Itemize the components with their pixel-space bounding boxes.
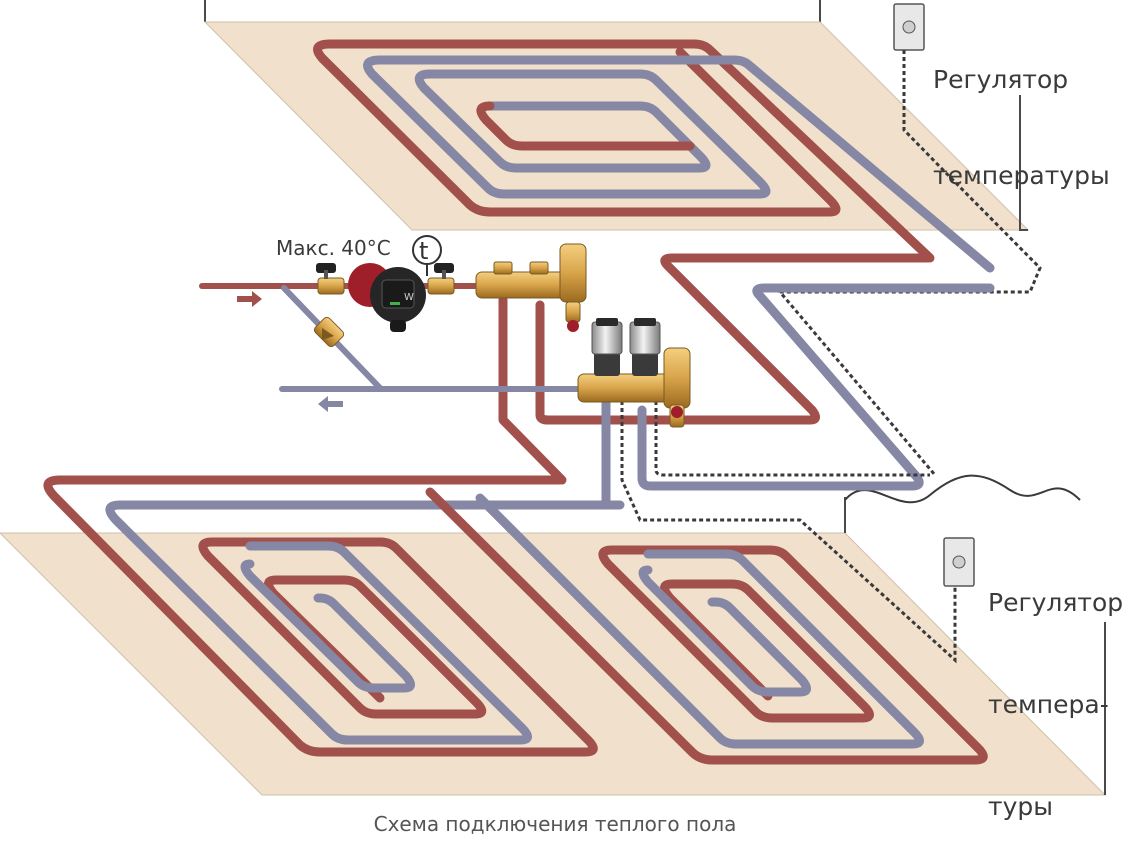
riser-hot-down — [498, 295, 567, 485]
regulator-bottom-line-2: темпера- — [988, 690, 1109, 719]
thermometer-symbol: t — [419, 237, 428, 265]
actuator-2-base — [632, 352, 658, 376]
riser-hot-up — [535, 253, 933, 425]
lower-wall-edge — [844, 497, 1106, 795]
lower-left-cold-loop — [105, 500, 625, 745]
pump-display — [381, 279, 415, 309]
lower-right-hot-loop — [425, 487, 988, 765]
arrow-right-icon — [237, 291, 262, 307]
regulator-bottom-device — [943, 537, 975, 587]
actuator-1-base — [594, 352, 620, 376]
right-ball-valve — [427, 277, 455, 295]
actuator-2-head — [629, 321, 661, 355]
regulator-top-label: Регулятор температуры — [933, 0, 1110, 224]
left-valve-handle — [316, 263, 336, 273]
riser-cold-up — [637, 283, 995, 491]
lower-right-cold-inner — [638, 565, 811, 697]
upper-right-wall-edge — [1019, 95, 1028, 231]
regulator-bottom-label: Регулятор темпера- туры — [988, 518, 1123, 858]
mixing-valve — [313, 316, 345, 348]
return-manifold — [577, 318, 691, 428]
upper-floor — [203, 0, 1030, 273]
max-temp-label: Макс. 40°C — [276, 236, 391, 260]
power-cable — [844, 474, 1081, 504]
pump-group: W t — [316, 235, 455, 332]
valve-symbol — [322, 328, 334, 340]
return-end-cap — [663, 347, 691, 409]
right-valve-handle — [434, 263, 454, 273]
lower-left-hot-loop — [43, 475, 598, 757]
pump-badge: W — [404, 292, 414, 303]
left-valve-stem — [324, 270, 328, 279]
actuator-2-cap — [634, 318, 656, 326]
left-ball-valve — [317, 277, 345, 295]
regulator-top-line-1: Регулятор — [933, 65, 1069, 94]
manifold-wire-2 — [654, 380, 930, 477]
regulator-bottom-line-1: Регулятор — [988, 588, 1123, 617]
upper-hot-loop — [313, 39, 935, 263]
supply-port-1 — [493, 261, 513, 275]
lower-floor — [0, 474, 1107, 796]
thermostat-dial — [902, 20, 916, 34]
pump-foot — [390, 320, 406, 332]
lower-right-cold-loop — [475, 493, 924, 749]
return-drain-knob — [671, 406, 683, 418]
upper-wall-edge — [204, 0, 821, 22]
supply-drain-knob — [567, 320, 579, 332]
supply-manifold — [475, 243, 587, 332]
upper-hot-inner — [476, 101, 695, 151]
diagram-caption: Схема подключения теплого пола — [373, 812, 737, 836]
right-valve-stem — [442, 270, 446, 279]
actuator-1-head — [591, 321, 623, 355]
regulator-top-line-2: температуры — [933, 161, 1110, 190]
pump-led — [390, 302, 400, 305]
lower-left-cold-inner — [240, 559, 415, 693]
upper-cold-loop — [363, 55, 995, 273]
supply-port-2 — [529, 261, 549, 275]
thermostat-bottom-dial — [952, 555, 966, 569]
actuator-1-cap — [596, 318, 618, 326]
supply-end-cap — [559, 243, 587, 303]
supply-drain-valve — [565, 301, 581, 323]
valve-body — [313, 316, 345, 348]
arrow-left-icon — [318, 396, 343, 412]
riser-pipes — [498, 253, 995, 664]
regulator-bottom-line-3: туры — [988, 792, 1053, 821]
